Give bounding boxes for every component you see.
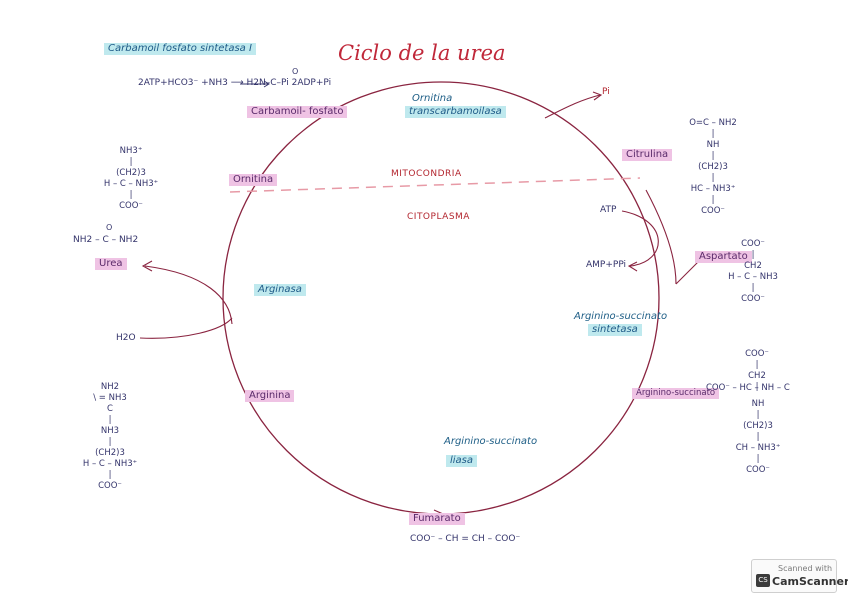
urea-release-arrow (144, 265, 233, 325)
pi-release-arrow (544, 94, 601, 119)
carbamoyl-reaction-arrowhead (263, 80, 270, 88)
aspartate-connector (675, 261, 699, 285)
cps1-enzyme-label: Carbamoil fosfato sintetasa I (104, 43, 256, 55)
pi-arrowhead (592, 91, 603, 101)
camscanner-line2: CamScanner (772, 575, 848, 588)
phosphate-released-label: Pi (602, 87, 610, 97)
urea-carbonyl-o: O (106, 223, 113, 232)
ass-enzyme-line1: Arginino-succinato (574, 311, 668, 322)
atp-amp-arrow (621, 210, 659, 267)
aspartate-entry-line (645, 189, 677, 285)
cycle-circle (222, 81, 660, 515)
urea-label: Urea (95, 258, 127, 270)
arginine-structure: NH2 \ = NH3 C | NH3 | (CH2)3 H – C – NH3… (82, 382, 138, 491)
amp-ppi-label: AMP+PPi (586, 260, 627, 270)
argininosuccinate-structure-main: COO⁻ – HC – NH – C (706, 383, 790, 393)
carbamoyl-carbonyl-o: O (292, 67, 299, 76)
aspartate-structure: COO⁻ | CH2 H – C – NH3 | COO⁻ (728, 239, 778, 304)
fumarate-label: Fumarato (409, 513, 465, 525)
citrulline-structure: O=C – NH2 | NH | (CH2)3 | HC – NH3⁺ | CO… (689, 118, 737, 216)
camscanner-line1: Scanned with (778, 564, 833, 573)
carbamoyl-phosphate-label: Carbamoil- fosfato (247, 106, 348, 118)
otc-enzyme-line2: transcarbamoilasa (405, 106, 506, 118)
mitochondria-label: MITOCONDRIA (391, 169, 462, 179)
aspartate-label: Aspartato (695, 251, 752, 263)
mitochondria-cytoplasm-border (229, 177, 641, 193)
atp-label: ATP (600, 205, 617, 215)
camscanner-watermark: CS Scanned with CamScanner (751, 559, 848, 593)
argininosuccinate-structure-bottom: NH | (CH2)3 | CH – NH3⁺ | COO⁻ (735, 399, 781, 475)
camscanner-logo-icon: CS (756, 574, 770, 587)
asl-enzyme-line1: Arginino-succinato (444, 436, 538, 447)
argininosuccinate-structure-top: COO⁻ | CH2 | (745, 349, 769, 392)
water-entry-line (139, 317, 233, 339)
page-title: Ciclo de la urea (338, 41, 506, 65)
ass-enzyme-line2: sintetasa (588, 324, 642, 336)
ornithine-structure: NH3⁺ | (CH2)3 H – C – NH3⁺ | COO⁻ (103, 146, 159, 211)
fumarate-structure: COO⁻ – CH = CH – COO⁻ (410, 534, 521, 544)
otc-enzyme-line1: Ornitina (412, 93, 453, 104)
citrulline-label: Citrulina (622, 149, 673, 161)
arginine-label: Arginina (245, 390, 295, 402)
urea-arrowhead (141, 260, 153, 272)
urea-structure: NH2 – C – NH2 (73, 235, 139, 245)
argininosuccinate-label: Arginino-succinato (632, 388, 720, 399)
cytoplasm-label: CITOPLASMA (407, 212, 470, 222)
amp-arrowhead (627, 261, 638, 272)
carbamoyl-synthesis-reaction: 2ATP+HCO3⁻ +NH3 ⟶ H2N–C–Pi 2ADP+Pi (138, 78, 332, 88)
water-label: H2O (116, 333, 136, 343)
arginase-enzyme-label: Arginasa (254, 284, 306, 296)
ornithine-label: Ornitina (229, 174, 278, 186)
asl-enzyme-line2: liasa (446, 455, 478, 467)
